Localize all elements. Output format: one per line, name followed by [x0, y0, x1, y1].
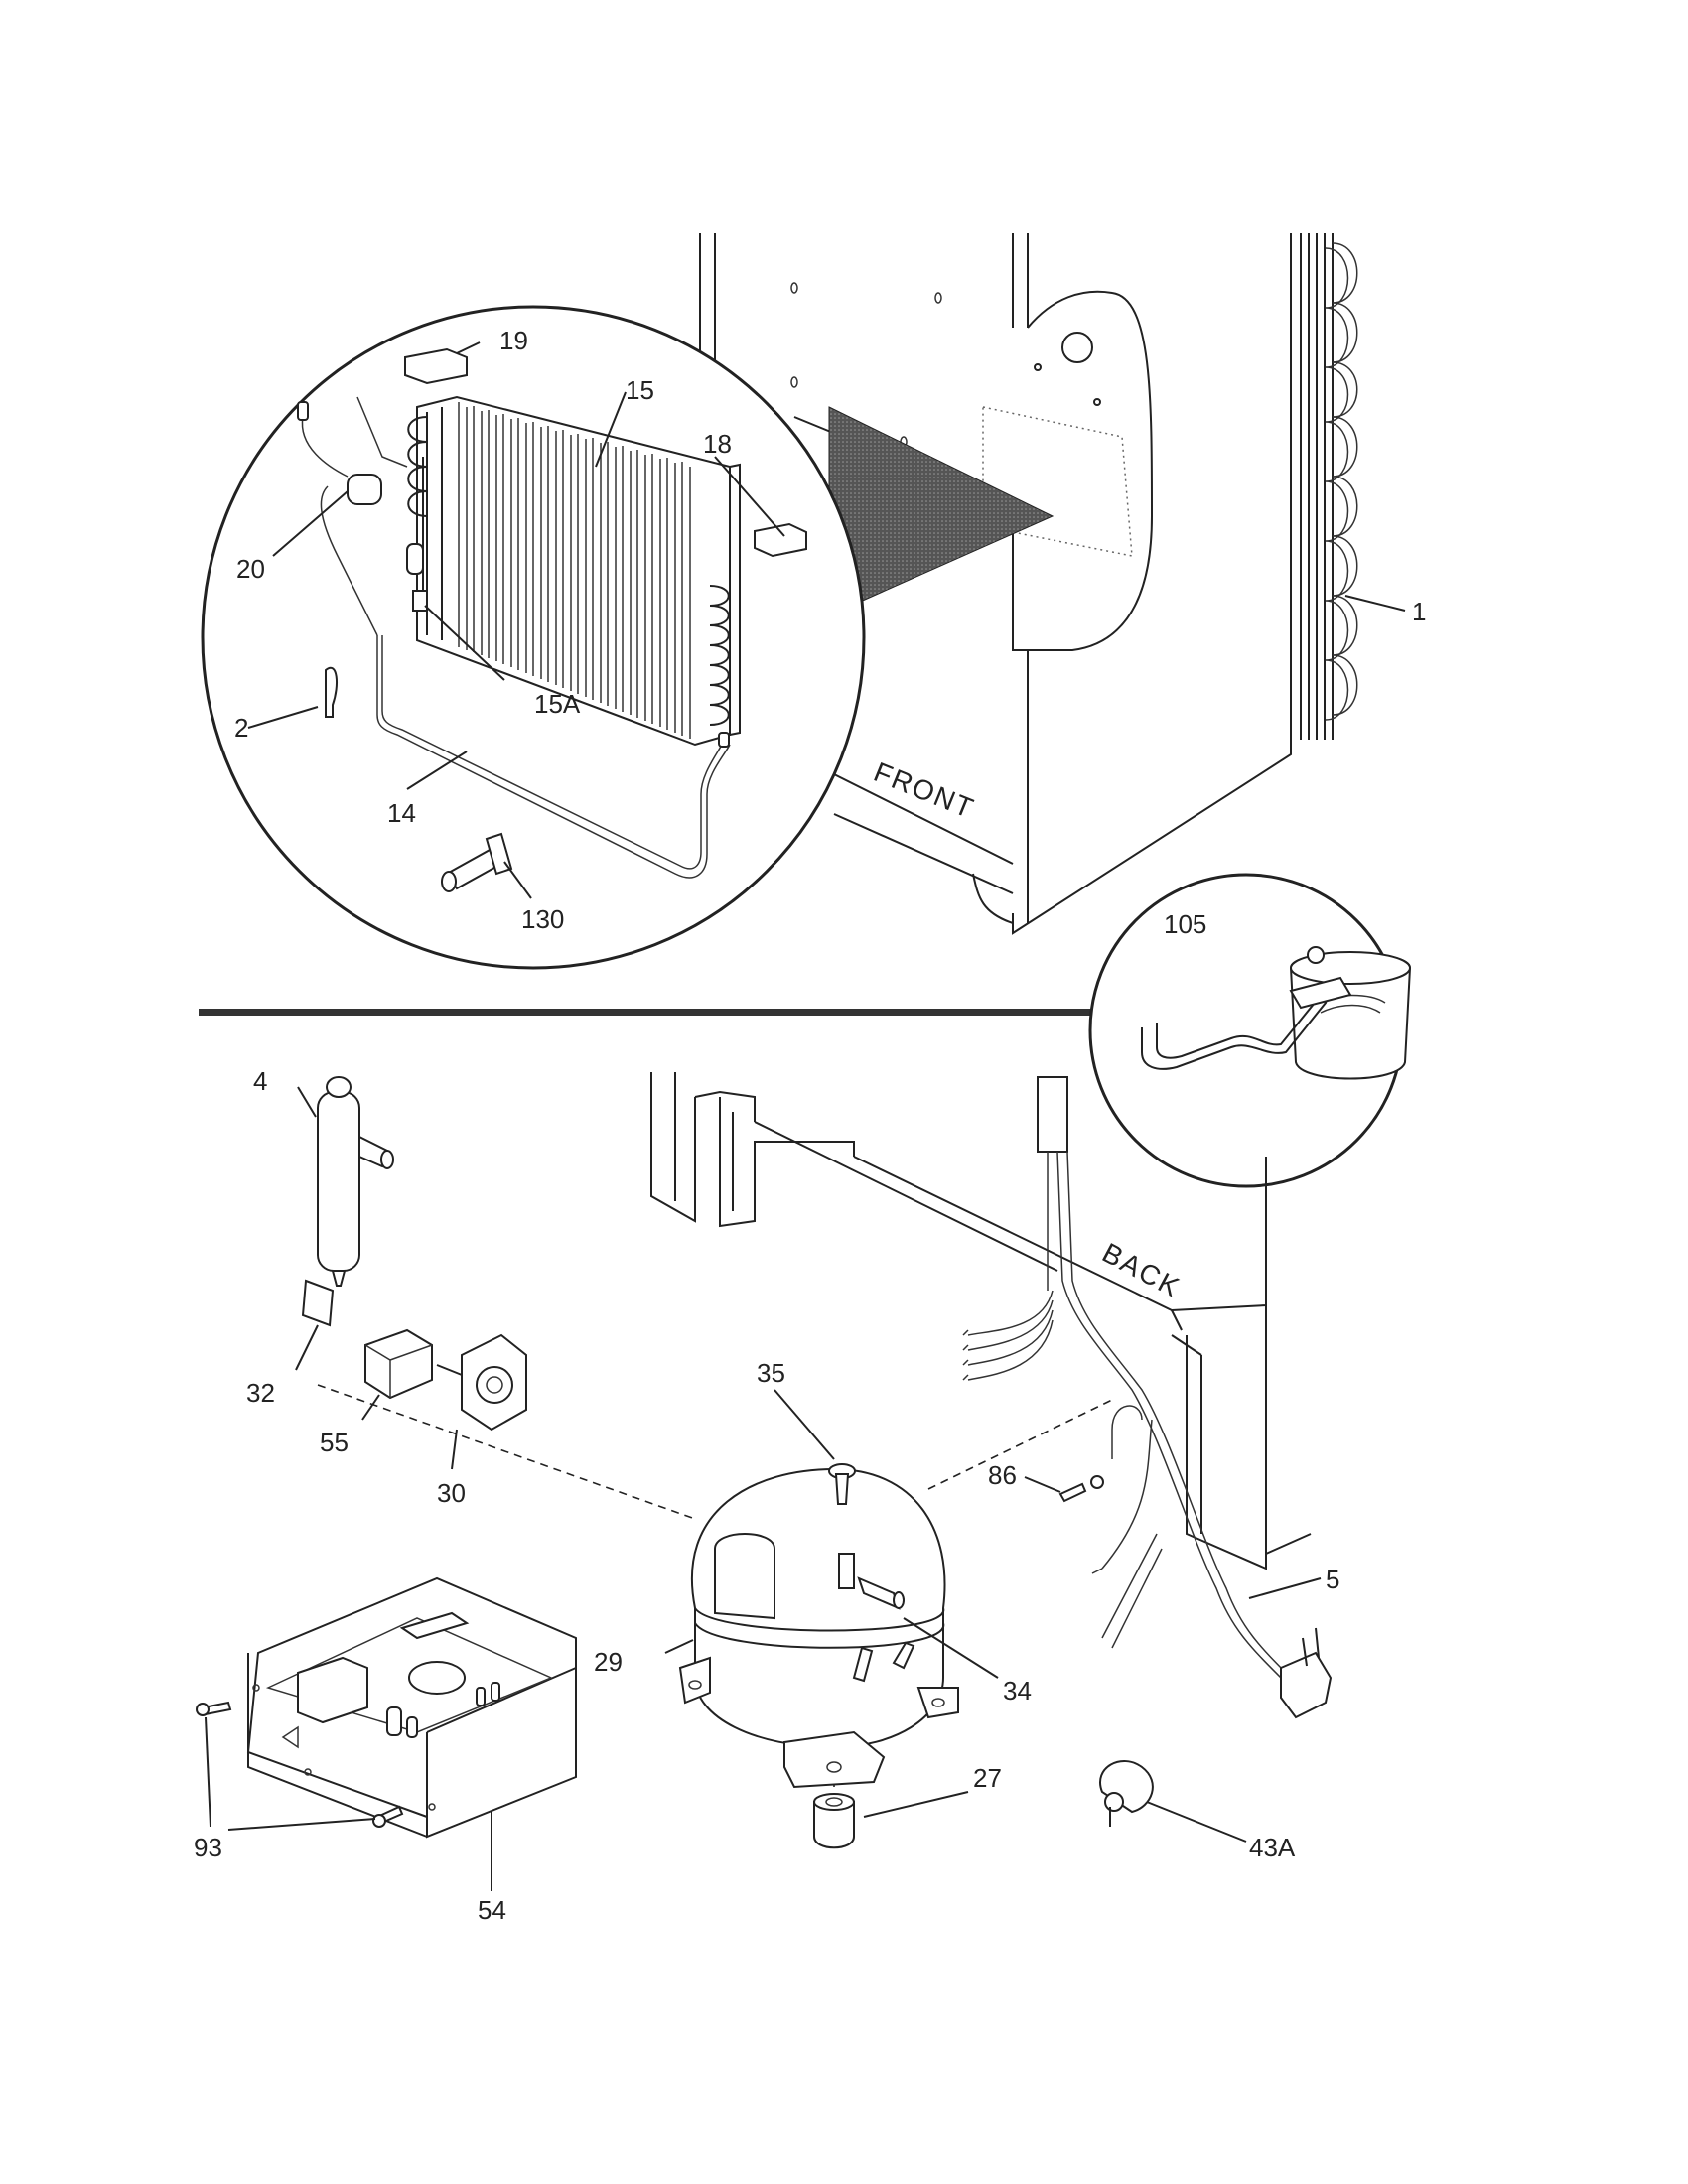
- callout-18: 18: [703, 429, 732, 459]
- relay-clip: 32: [246, 1279, 335, 1408]
- section-divider: [199, 1009, 1092, 1016]
- callout-30: 30: [437, 1478, 466, 1508]
- callout-105: 105: [1164, 909, 1206, 939]
- callout-32: 32: [246, 1378, 275, 1408]
- callout-27: 27: [973, 1763, 1002, 1793]
- callout-54: 54: [478, 1895, 506, 1925]
- cord-clamp: 43A: [1099, 1760, 1296, 1862]
- evaporator-bracket-side: [754, 522, 807, 558]
- compressor-bolt: 35: [757, 1358, 856, 1505]
- callout-43a: 43A: [1249, 1833, 1296, 1862]
- callout-19: 19: [499, 326, 528, 355]
- evaporator: [407, 395, 741, 747]
- control-board: 54: [246, 1576, 577, 1925]
- front-label: FRONT: [870, 756, 979, 825]
- callout-5: 5: [1326, 1565, 1339, 1594]
- callout-2: 2: [234, 713, 248, 743]
- overload-protector: 30: [436, 1333, 527, 1508]
- board-screws: 93: [194, 1701, 404, 1862]
- ground-screw: 86: [988, 1460, 1104, 1503]
- callout-14: 14: [387, 798, 416, 828]
- back-label: BACK: [1097, 1237, 1186, 1303]
- callout-1: 1: [1412, 597, 1426, 626]
- compressor: 29: [594, 1467, 959, 1789]
- wire-clip: [325, 666, 339, 718]
- power-cord: 5: [962, 1076, 1339, 1719]
- callout-15: 15: [626, 375, 654, 405]
- compressor-grommet: 27: [813, 1763, 1002, 1849]
- condenser-coil: [1300, 233, 1358, 740]
- callout-29: 29: [594, 1647, 623, 1677]
- callout-15a: 15A: [534, 689, 581, 719]
- callout-34: 34: [1003, 1676, 1032, 1706]
- callout-20: 20: [236, 554, 265, 584]
- callout-35: 35: [757, 1358, 785, 1388]
- start-relay: 55: [320, 1328, 433, 1457]
- evaporator-detail-circle: 19 15 18 20 15A 2 14 130: [201, 305, 866, 970]
- callout-93: 93: [194, 1833, 222, 1862]
- callout-55: 55: [320, 1428, 349, 1457]
- callout-86: 86: [988, 1460, 1017, 1490]
- compressor-sleeve: 34: [903, 1617, 1032, 1706]
- evaporator-bracket-top: [404, 347, 468, 385]
- filter-drier: 4: [253, 1066, 394, 1287]
- callout-4: 4: [253, 1066, 267, 1096]
- callout-130: 130: [521, 904, 564, 934]
- defrost-heater: [406, 457, 428, 612]
- defrost-harness: [376, 635, 731, 879]
- drain-pan-detail-circle: 105: [1088, 873, 1412, 1188]
